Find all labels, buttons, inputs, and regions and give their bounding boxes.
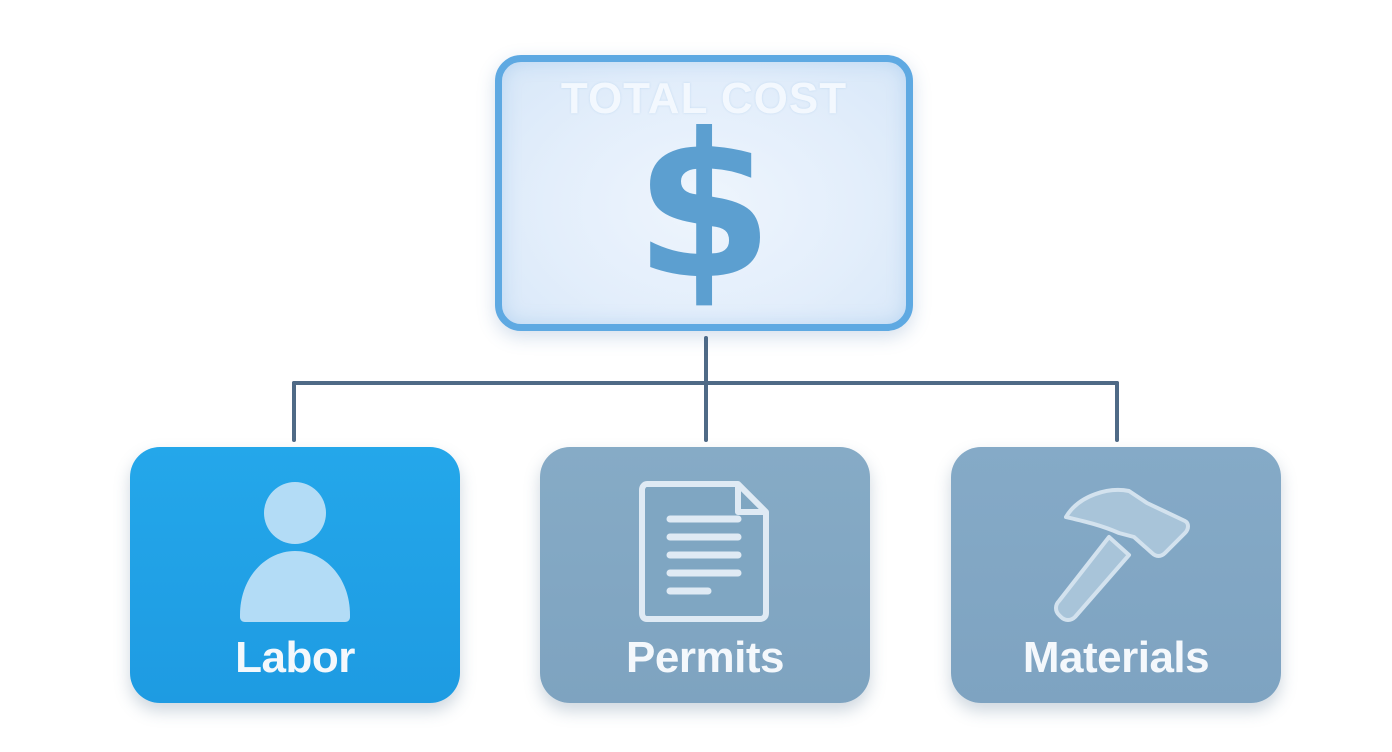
materials-label: Materials [1022,633,1210,682]
permits-node: Permits [540,447,870,703]
total-cost-title: TOTAL COST [560,74,848,123]
total-cost-node: TOTAL COST $ [495,55,913,331]
hammer-icon [1054,488,1190,622]
permits-label: Permits [626,633,784,682]
materials-node: Materials [951,447,1281,703]
person-icon [240,482,350,622]
dollar-sign-icon: $ [634,91,774,324]
labor-node: Labor [130,447,460,703]
labor-label: Labor [235,633,355,682]
document-icon [639,481,769,622]
